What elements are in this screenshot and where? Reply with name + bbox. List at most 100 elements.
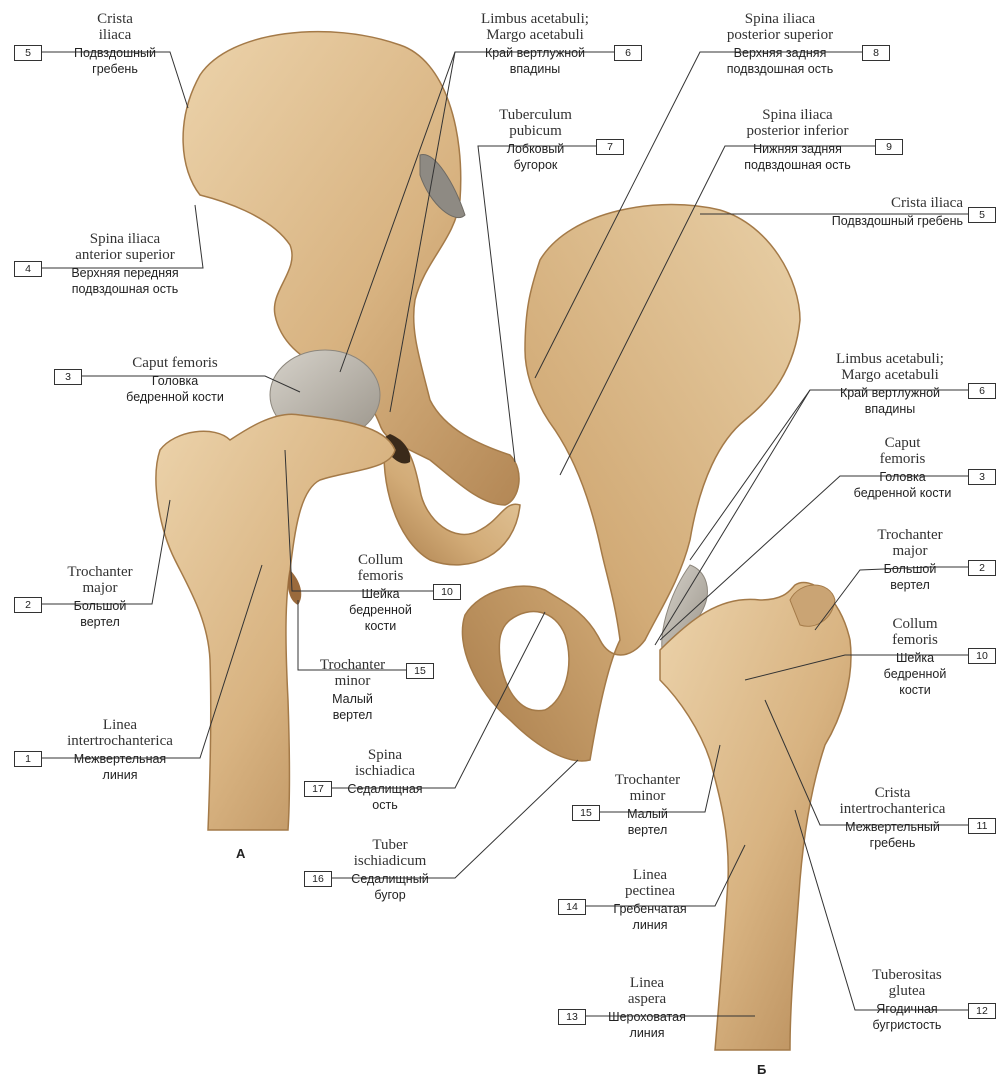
latin-term: Crista [820, 786, 965, 802]
label-number: 10 [433, 584, 461, 600]
label-caput-femoris-a: Caput femoris Головка бедренной кости [100, 356, 250, 404]
label-caput-femoris-b: Caput femoris Головка бедренной кости [840, 436, 965, 500]
label-number: 2 [968, 560, 996, 576]
label-crista-intertrochanterica: Crista intertrochanterica Межвертельный … [820, 786, 965, 850]
figure-letter-a: А [236, 846, 245, 861]
russian-term: линия [592, 1027, 702, 1040]
label-linea-pectinea: Linea pectinea Гребенчатая линия [595, 868, 705, 932]
latin-term: minor [600, 789, 695, 805]
latin-term: Linea [592, 976, 702, 992]
label-number: 17 [304, 781, 332, 797]
label-linea-intertrochanterica: Linea intertrochanterica Межвертельная л… [45, 718, 195, 782]
russian-term: Лобковый [478, 143, 593, 156]
latin-term: femoris [840, 452, 965, 468]
latin-term: pectinea [595, 884, 705, 900]
russian-term: бугристость [848, 1019, 966, 1032]
label-number: 14 [558, 899, 586, 915]
label-number: 15 [572, 805, 600, 821]
latin-term: major [45, 581, 155, 597]
latin-term: Trochanter [860, 528, 960, 544]
russian-term: Ягодичная [848, 1003, 966, 1016]
latin-term: intertrochanterica [45, 734, 195, 750]
latin-term: ischiadica [335, 764, 435, 780]
label-trochanter-major-a: Trochanter major Большой вертел [45, 565, 155, 629]
russian-term: Большой [45, 600, 155, 613]
russian-term: бедренной [865, 668, 965, 681]
latin-term: Spina iliaca [50, 232, 200, 248]
russian-term: подвздошная ость [725, 159, 870, 172]
label-number: 3 [54, 369, 82, 385]
russian-term: Межвертельный [820, 821, 965, 834]
latin-term: Limbus acetabuli; [815, 352, 965, 368]
latin-term: Spina iliaca [705, 12, 855, 28]
label-collum-femoris-a: Collum femoris Шейка бедренной кости [333, 553, 428, 633]
russian-term: Головка [100, 375, 250, 388]
russian-term: Малый [305, 693, 400, 706]
label-limbus-acetabuli-b: Limbus acetabuli; Margo acetabuli Край в… [815, 352, 965, 416]
label-number: 2 [14, 597, 42, 613]
latin-term: Margo acetabuli [815, 368, 965, 384]
label-number: 1 [14, 751, 42, 767]
latin-term: Collum [333, 553, 428, 569]
russian-term: бедренной [333, 604, 428, 617]
label-number: 8 [862, 45, 890, 61]
label-collum-femoris-b: Collum femoris Шейка бедренной кости [865, 617, 965, 697]
label-trochanter-major-b: Trochanter major Большой вертел [860, 528, 960, 592]
latin-term: Linea [595, 868, 705, 884]
label-number: 11 [968, 818, 996, 834]
russian-term: вертел [45, 616, 155, 629]
russian-term: Шейка [865, 652, 965, 665]
label-limbus-acetabuli-a: Limbus acetabuli; Margo acetabuli Край в… [460, 12, 610, 76]
label-number: 6 [968, 383, 996, 399]
russian-term: кости [333, 620, 428, 633]
russian-term: вертел [600, 824, 695, 837]
label-trochanter-minor-a: Trochanter minor Малый вертел [305, 658, 400, 722]
label-trochanter-minor-b: Trochanter minor Малый вертел [600, 773, 695, 837]
label-spina-iliaca-ant-sup: Spina iliaca anterior superior Верхняя п… [50, 232, 200, 296]
latin-term: Collum [865, 617, 965, 633]
russian-term: подвздошная ость [50, 283, 200, 296]
russian-term: Нижняя задняя [725, 143, 870, 156]
latin-term: anterior superior [50, 248, 200, 264]
russian-term: бедренной кости [840, 487, 965, 500]
label-crista-iliaca-b: Crista iliaca Подвздошный гребень [818, 196, 963, 228]
latin-term: intertrochanterica [820, 802, 965, 818]
leader-a-7 [478, 146, 596, 462]
russian-term: подвздошная ость [705, 63, 855, 76]
latin-term: Tuberculum [478, 108, 593, 124]
label-number: 5 [14, 45, 42, 61]
russian-term: Подвздошный [55, 47, 175, 60]
label-number: 10 [968, 648, 996, 664]
label-spina-iliaca-post-inf: Spina iliaca posterior inferior Нижняя з… [725, 108, 870, 172]
russian-term: Шейка [333, 588, 428, 601]
latin-term: Caput [840, 436, 965, 452]
russian-term: Межвертельная [45, 753, 195, 766]
latin-term: posterior superior [705, 28, 855, 44]
label-number: 15 [406, 663, 434, 679]
russian-term: гребень [55, 63, 175, 76]
latin-term: femoris [333, 569, 428, 585]
label-number: 16 [304, 871, 332, 887]
label-tuber-ischiadicum: Tuber ischiadicum Седалищный бугор [335, 838, 445, 902]
latin-term: ischiadicum [335, 854, 445, 870]
russian-term: Седалищный [335, 873, 445, 886]
russian-term: впадины [815, 403, 965, 416]
latin-term: Margo acetabuli [460, 28, 610, 44]
russian-term: Седалищная [335, 783, 435, 796]
latin-term: femoris [865, 633, 965, 649]
russian-term: бугор [335, 889, 445, 902]
label-number: 3 [968, 469, 996, 485]
label-tuberositas-glutea: Tuberositas glutea Ягодичная бугристость [848, 968, 966, 1032]
russian-term: бугорок [478, 159, 593, 172]
figure-letter-b: Б [757, 1062, 766, 1077]
russian-term: Подвздошный гребень [818, 215, 963, 228]
russian-term: Гребенчатая [595, 903, 705, 916]
russian-term: кости [865, 684, 965, 697]
label-linea-aspera: Linea aspera Шероховатая линия [592, 976, 702, 1040]
leader-a-6a [340, 52, 614, 372]
russian-term: бедренной кости [100, 391, 250, 404]
russian-term: Большой [860, 563, 960, 576]
latin-term: minor [305, 674, 400, 690]
russian-term: Верхняя задняя [705, 47, 855, 60]
